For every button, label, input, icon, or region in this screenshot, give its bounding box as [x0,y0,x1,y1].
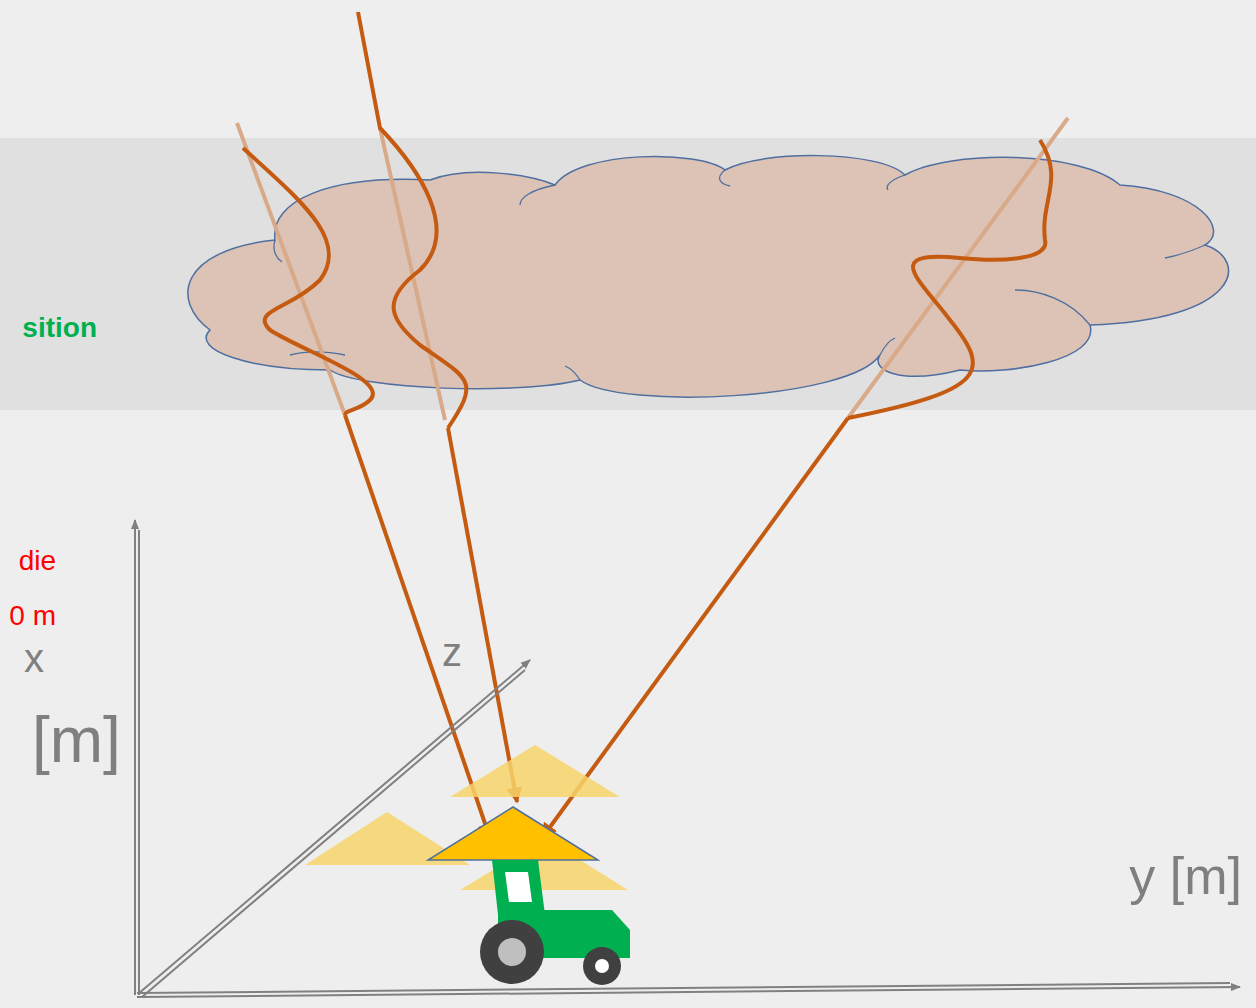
direct-ray [237,118,1068,420]
cut-label: die [19,546,56,577]
axis-unit: [m] [32,705,121,775]
axes [135,520,1240,997]
cut-label: 0 m [9,601,56,632]
axis-label: x [24,636,44,680]
axis-label: y [m] [1129,848,1242,905]
atmosphere-band: sition [0,138,1256,410]
atmosphere-band [0,138,1256,410]
axis-label: z [440,630,464,674]
position-spread [305,745,628,890]
ionosphere-cloud [188,156,1229,398]
band-text: sition [22,312,97,344]
delayed-ray [243,12,1051,838]
tractor [480,860,630,985]
